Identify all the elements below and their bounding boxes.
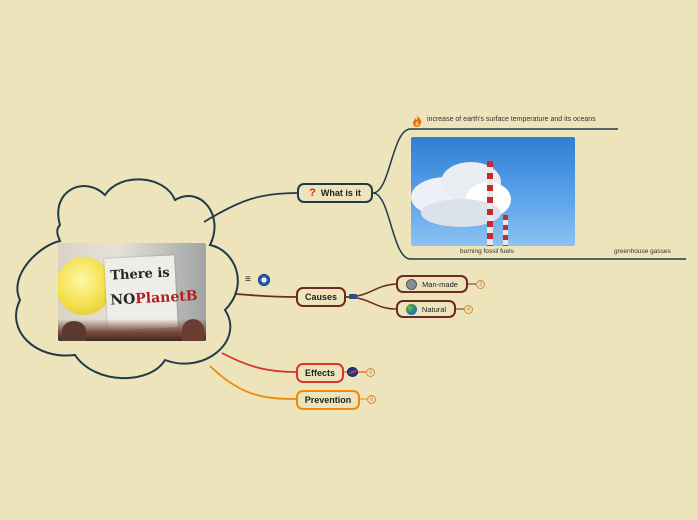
sign-line-1: There is bbox=[110, 265, 171, 284]
sign-line-2: NOPlanetB bbox=[109, 288, 198, 309]
subtopic-man-made-label: Man-made bbox=[422, 279, 458, 289]
subtopic-natural-label: Natural bbox=[421, 304, 447, 314]
nasa-logo-icon[interactable] bbox=[347, 367, 358, 377]
link-what-increase bbox=[372, 128, 618, 194]
question-mark-icon: ? bbox=[309, 187, 316, 199]
chimney-tall bbox=[487, 161, 493, 246]
sign-b: B bbox=[185, 288, 198, 305]
balloon bbox=[58, 257, 112, 315]
link-what-is-it bbox=[203, 192, 298, 223]
badge-man-made[interactable]: 3 bbox=[476, 280, 485, 289]
factory-worker-icon bbox=[406, 278, 418, 290]
link-effects bbox=[221, 352, 297, 373]
topic-what-is-it[interactable]: ? What is it bbox=[297, 183, 373, 203]
crowd-head-right bbox=[182, 319, 204, 341]
fire-icon bbox=[412, 114, 422, 127]
list-icon[interactable]: ≡ bbox=[245, 274, 251, 285]
link-prevention bbox=[209, 365, 297, 400]
topic-what-is-it-label: What is it bbox=[320, 188, 361, 198]
topic-prevention[interactable]: Prevention bbox=[296, 390, 360, 410]
globe-icon bbox=[405, 303, 417, 315]
subtopic-man-made[interactable]: Man-made bbox=[396, 275, 468, 293]
noaa-logo-icon[interactable] bbox=[258, 274, 270, 286]
caption-burning-fossil-fuels: burning fossil fuels bbox=[460, 248, 514, 255]
book-icon[interactable] bbox=[349, 294, 357, 299]
topic-causes[interactable]: Causes bbox=[296, 287, 346, 307]
sign-planet: Planet bbox=[134, 288, 187, 308]
sign-no: NO bbox=[109, 291, 136, 309]
crowd-heads bbox=[58, 319, 206, 341]
chimney-short bbox=[503, 215, 508, 246]
topic-effects[interactable]: Effects bbox=[296, 363, 344, 383]
topic-prevention-label: Prevention bbox=[304, 395, 352, 405]
protest-photo: There is NOPlanetB bbox=[58, 243, 206, 341]
factory-smoke-photo bbox=[411, 137, 575, 246]
detail-increase-temperature[interactable]: increase of earth's surface temperature … bbox=[427, 116, 596, 123]
badge-effects[interactable]: 5 bbox=[366, 368, 375, 377]
subtopic-natural[interactable]: Natural bbox=[396, 300, 456, 318]
detail-greenhouse-gasses[interactable]: greenhouse gasses bbox=[614, 248, 671, 255]
badge-natural[interactable]: 4 bbox=[464, 305, 473, 314]
link-causes bbox=[235, 293, 297, 298]
link-what-image bbox=[372, 192, 686, 260]
badge-prevention[interactable]: 6 bbox=[367, 395, 376, 404]
crowd-head-left bbox=[62, 321, 86, 341]
topic-causes-label: Causes bbox=[304, 292, 338, 302]
topic-effects-label: Effects bbox=[304, 368, 335, 378]
